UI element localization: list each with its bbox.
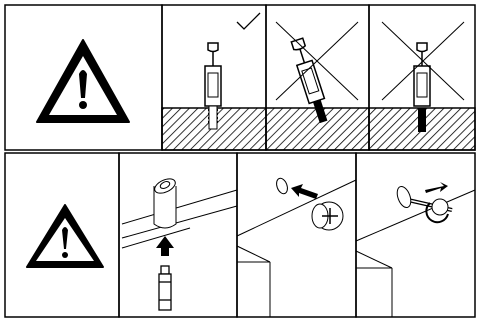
warning-triangle-icon (27, 205, 103, 267)
bolt-icon (159, 266, 171, 310)
panel-frame-turn-cam (356, 153, 475, 317)
panel-edge (122, 190, 237, 224)
panel-edge (122, 206, 237, 238)
bottom-row (5, 153, 475, 317)
rotate-arrow-icon (425, 182, 448, 193)
warning-triangle-icon (37, 40, 129, 122)
arrow-up-icon (156, 236, 174, 256)
panel-frame-insert-bolt (119, 153, 237, 317)
arrow-left-icon (291, 184, 318, 199)
panel-frame-place-cam (237, 153, 356, 317)
panel-edge (122, 228, 190, 248)
top-row (5, 5, 475, 150)
turn-cam-diagram (356, 185, 475, 317)
check-mark-icon (237, 13, 260, 29)
place-cam-diagram (237, 177, 356, 317)
insert-bolt-diagram (122, 176, 237, 248)
